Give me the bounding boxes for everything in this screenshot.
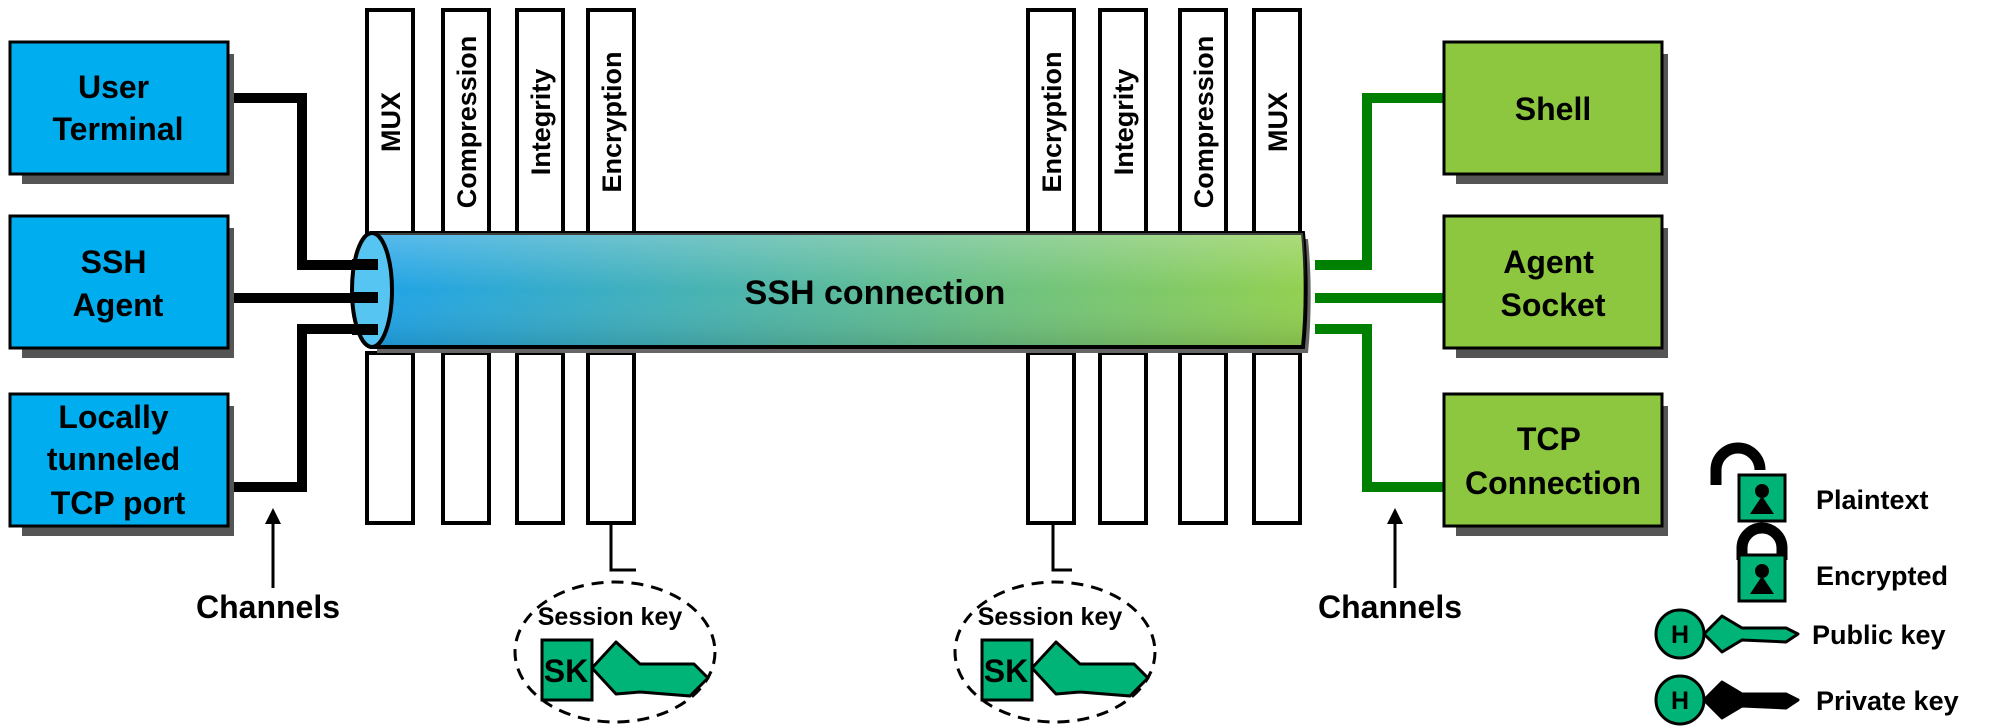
public-key-icon: H — [1654, 608, 1800, 660]
arrow-up-icon — [265, 508, 281, 524]
channel-line — [1315, 93, 1450, 270]
left-box-ssh-agent: SSH Agent — [8, 214, 234, 358]
private-key-icon: H — [1654, 674, 1800, 726]
session-key-left: Session key SK — [513, 523, 717, 724]
layer-bar-integrity-right: Integrity — [1098, 8, 1148, 525]
layer-label: Encryption — [597, 51, 627, 192]
box-label: Agent Socket — [1501, 244, 1606, 323]
box-label: Locally tunneled TCP port — [47, 399, 189, 521]
left-channel-lines — [228, 93, 372, 492]
session-key-icon: SK — [980, 638, 1150, 702]
right-box-tcp-connection: TCP Connection — [1442, 392, 1668, 536]
layer-bar-encryption-left: Encryption — [586, 8, 636, 525]
right-channel-lines — [1315, 93, 1450, 492]
box-label: SSH Agent — [73, 244, 164, 323]
box-label: TCP Connection — [1465, 421, 1641, 501]
closed-padlock-icon — [1736, 522, 1788, 603]
right-box-agent-socket: Agent Socket — [1442, 214, 1668, 358]
h-label: H — [1671, 687, 1689, 715]
legend: Plaintext Encrypted H Public key H — [1654, 442, 1959, 726]
right-layer-bars: Encryption Integrity Compression MUX — [1026, 8, 1302, 525]
layer-label: Compression — [1189, 36, 1219, 209]
layer-bar-compression-left: Compression — [441, 8, 491, 525]
layer-bar-compression-right: Compression — [1178, 8, 1228, 525]
channels-annotation-right: Channels — [1318, 508, 1462, 625]
left-box-tcp-port: Locally tunneled TCP port — [8, 392, 234, 536]
box-label: User Terminal — [53, 69, 184, 147]
channel-line — [1315, 324, 1450, 492]
layer-bar-integrity-left: Integrity — [515, 8, 565, 525]
layer-bar-encryption-right: Encryption — [1026, 8, 1076, 525]
arrow-up-icon — [1387, 508, 1403, 524]
layer-bar-mux-right: MUX — [1252, 8, 1302, 525]
layer-label: Integrity — [1109, 69, 1139, 176]
layer-label: Compression — [452, 36, 482, 209]
open-padlock-icon — [1710, 442, 1787, 523]
legend-label: Public key — [1812, 620, 1946, 650]
layer-bar-mux-left: MUX — [365, 8, 415, 525]
layer-label: Encryption — [1037, 51, 1067, 192]
legend-label: Encrypted — [1816, 561, 1948, 591]
session-key-right: Session key SK — [953, 523, 1157, 724]
sk-label: SK — [984, 653, 1028, 689]
channels-label: Channels — [1318, 589, 1462, 625]
channel-line — [228, 324, 372, 492]
left-box-user-terminal: User Terminal — [8, 40, 234, 184]
sk-label: SK — [544, 653, 588, 689]
layer-label: MUX — [376, 92, 406, 152]
right-box-shell: Shell — [1442, 40, 1668, 184]
channels-annotation-left: Channels — [196, 508, 340, 625]
connection-label: SSH connection — [745, 274, 1006, 312]
channels-label: Channels — [196, 589, 340, 625]
legend-label: Plaintext — [1816, 485, 1929, 515]
left-layer-bars: MUX Compression Integrity Encryption — [365, 8, 636, 525]
session-key-label: Session key — [978, 603, 1123, 631]
legend-plaintext: Plaintext — [1710, 442, 1929, 523]
box-label: Shell — [1515, 91, 1591, 127]
layer-label: MUX — [1263, 92, 1293, 152]
legend-public-key: H Public key — [1654, 608, 1946, 660]
legend-encrypted: Encrypted — [1736, 522, 1948, 603]
ssh-connection-tube: SSH connection — [350, 231, 1311, 353]
session-key-label: Session key — [538, 603, 683, 631]
channel-line — [228, 93, 372, 270]
session-key-icon: SK — [540, 638, 710, 702]
layer-label: Integrity — [526, 69, 556, 176]
legend-private-key: H Private key — [1654, 674, 1959, 726]
legend-label: Private key — [1816, 686, 1959, 716]
h-label: H — [1671, 621, 1689, 649]
